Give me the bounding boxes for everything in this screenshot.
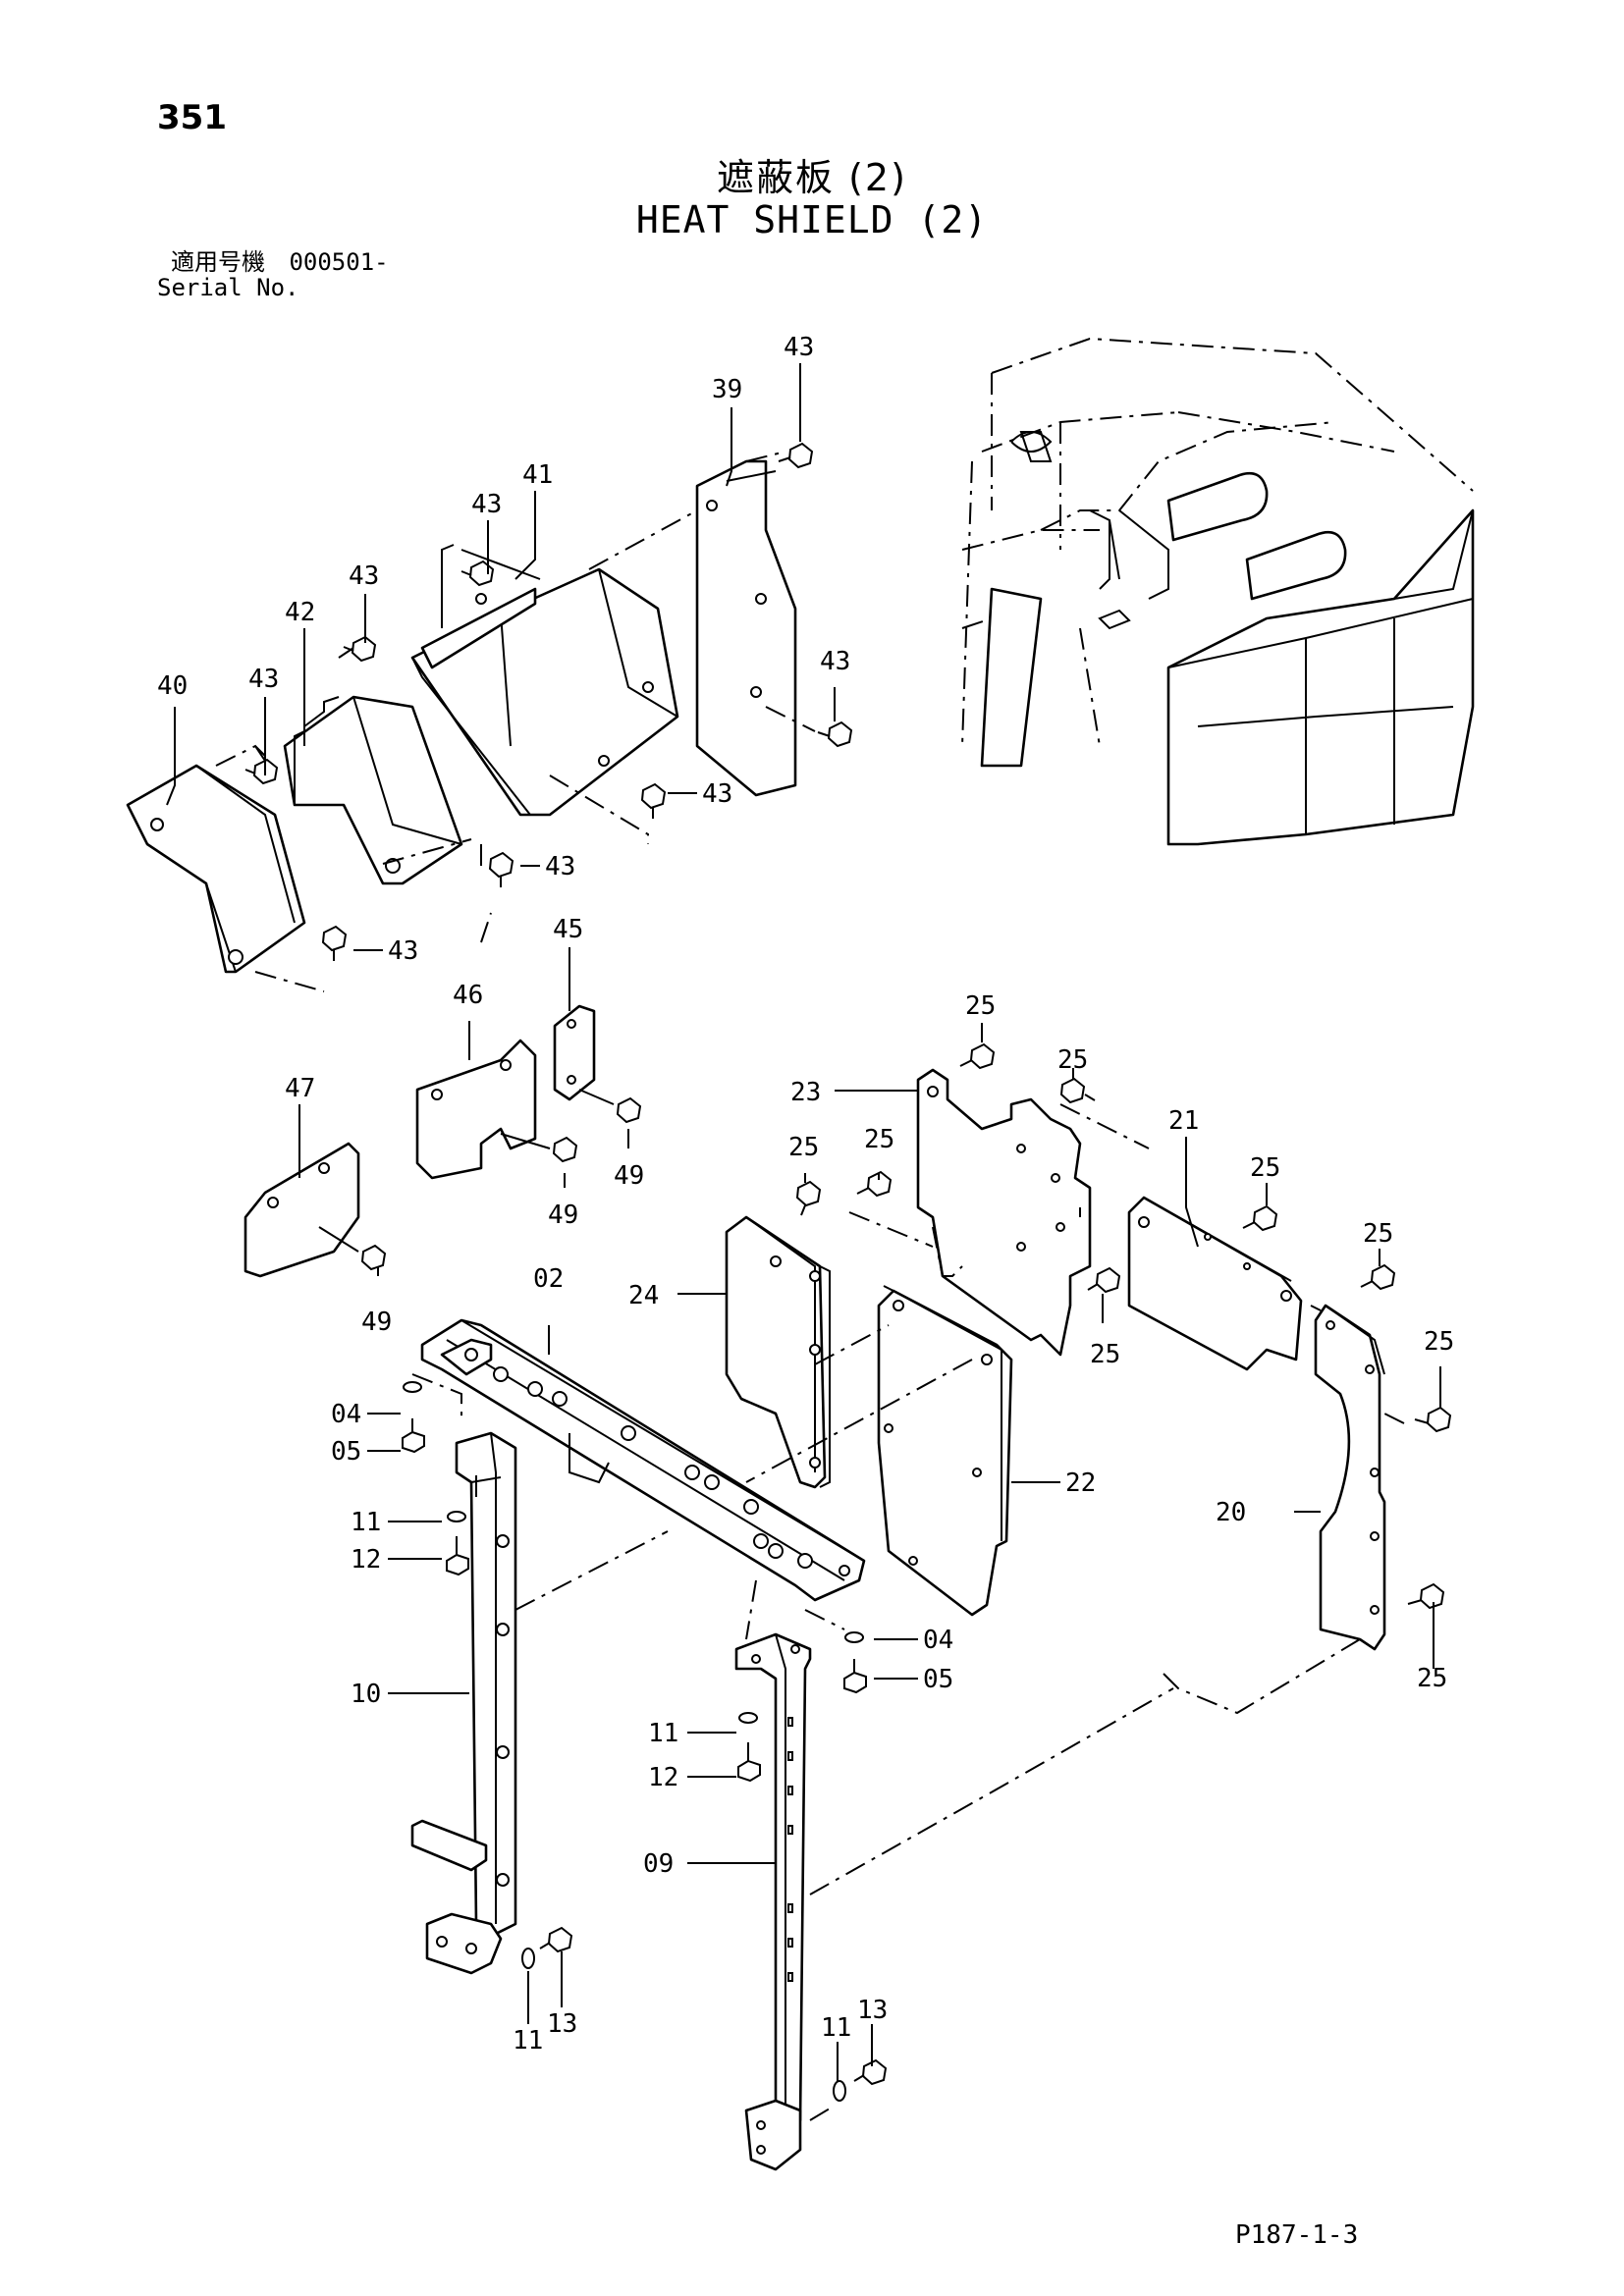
label-49: 49 [548, 1201, 578, 1230]
part-45-plate [553, 1004, 596, 1101]
page-number: 351 [157, 98, 227, 137]
label-05: 05 [923, 1665, 953, 1694]
label-40: 40 [157, 671, 188, 701]
serial-row-jp: 適用号機 000501- [157, 249, 389, 275]
label-43: 43 [248, 665, 279, 694]
label-43: 43 [388, 936, 418, 966]
label-20: 20 [1216, 1498, 1246, 1527]
page-reference: P187-1-3 [1235, 2220, 1359, 2250]
label-11: 11 [821, 2013, 851, 2043]
label-25: 25 [965, 991, 996, 1021]
label-43: 43 [784, 333, 814, 362]
label-25: 25 [1090, 1340, 1120, 1369]
label-12: 12 [351, 1545, 381, 1575]
part-labels: 43 39 41 43 43 42 43 40 43 43 43 43 45 4… [157, 333, 1454, 2056]
label-43: 43 [702, 779, 732, 809]
label-25: 25 [788, 1133, 819, 1162]
label-12: 12 [648, 1763, 678, 1792]
label-13: 13 [547, 2009, 577, 2039]
label-13: 13 [857, 1996, 888, 2025]
serial-label-jp: 適用号機 [171, 248, 265, 276]
part-47-plate [244, 1142, 360, 1278]
label-43: 43 [545, 852, 575, 881]
part-46-plate [415, 1039, 537, 1180]
part-40-bracket [126, 764, 306, 974]
part-20-plate [1314, 1304, 1386, 1651]
bolts-49 [318, 1089, 642, 1271]
label-11: 11 [648, 1719, 678, 1748]
beam-bolts [464, 1348, 850, 1576]
label-25: 25 [1250, 1153, 1280, 1183]
leader-lines [166, 363, 1441, 2081]
label-46: 46 [453, 981, 483, 1010]
label-45: 45 [553, 915, 583, 944]
machine-context-drawing [961, 337, 1475, 846]
part-09-upright [734, 1632, 812, 2171]
label-10: 10 [351, 1680, 381, 1709]
label-42: 42 [285, 598, 315, 627]
label-25: 25 [864, 1125, 894, 1154]
label-39: 39 [712, 375, 742, 404]
part-02-beam [420, 1318, 866, 1602]
part-23-plate [916, 1068, 1092, 1357]
part-41-cover [410, 544, 679, 817]
label-43: 43 [471, 490, 502, 519]
counterweight [1166, 508, 1475, 846]
label-25: 25 [1363, 1219, 1393, 1249]
label-43: 43 [349, 561, 379, 591]
label-49: 49 [361, 1308, 392, 1337]
label-21: 21 [1168, 1106, 1199, 1136]
upright-09-holes [787, 1717, 793, 1982]
serial-value: 000501- [289, 248, 389, 276]
label-25: 25 [1417, 1664, 1447, 1693]
label-04: 04 [331, 1400, 361, 1429]
label-41: 41 [522, 460, 553, 490]
label-25: 25 [1057, 1045, 1088, 1075]
label-22: 22 [1065, 1468, 1096, 1498]
label-47: 47 [285, 1074, 315, 1103]
part-21-plate [1127, 1196, 1303, 1371]
label-11: 11 [351, 1508, 381, 1537]
title-japanese: 遮蔽板 (2) [717, 156, 907, 199]
label-09: 09 [643, 1849, 674, 1879]
part-22-plate [877, 1289, 1013, 1617]
label-43: 43 [820, 647, 850, 676]
assembly-lines-middle [745, 1103, 1405, 1715]
label-04: 04 [923, 1626, 953, 1655]
label-11: 11 [513, 2026, 543, 2056]
label-05: 05 [331, 1437, 361, 1467]
label-23: 23 [790, 1078, 821, 1107]
part-42-bracket [283, 695, 463, 885]
title-english: HEAT SHIELD (2) [635, 198, 989, 241]
part-39-plate [695, 459, 797, 797]
bolts-25 [795, 1042, 1452, 1610]
bolts-43 [244, 442, 853, 961]
label-25: 25 [1424, 1327, 1454, 1357]
assembly-lines-upper [215, 451, 816, 992]
small-hardware [402, 1381, 888, 2102]
label-02: 02 [533, 1264, 564, 1294]
label-49: 49 [614, 1161, 644, 1191]
serial-block: 適用号機 000501- Serial No. [157, 249, 389, 300]
label-24: 24 [628, 1281, 659, 1310]
part-24-plate [725, 1215, 831, 1489]
assembly-lines-lower [411, 1373, 1174, 2121]
serial-label-en: Serial No. [157, 274, 299, 301]
